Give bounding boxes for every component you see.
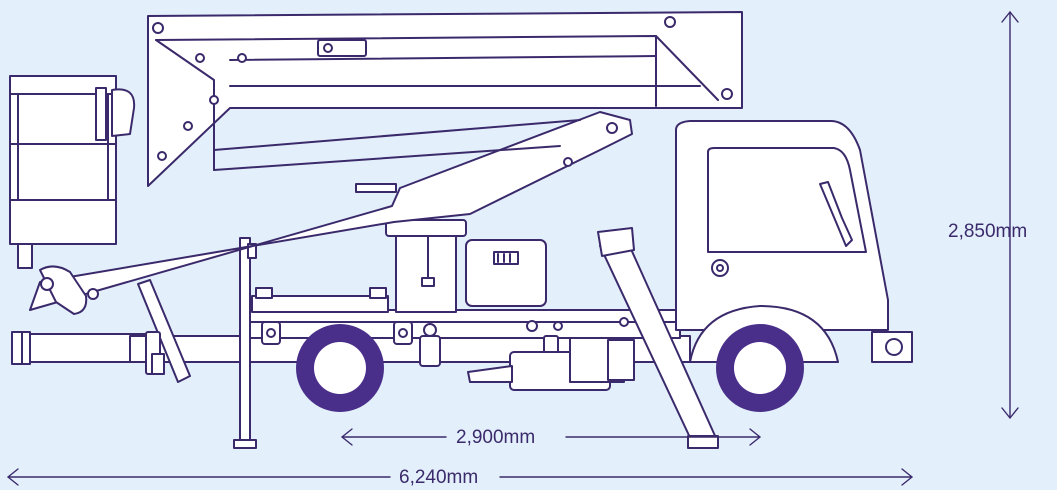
- height-label: 2,850mm: [948, 221, 1028, 242]
- control-box: [465, 239, 547, 307]
- turret: [385, 219, 467, 313]
- lower-boom: [29, 111, 633, 315]
- front-outrigger: [597, 227, 719, 449]
- storage-box: [251, 287, 389, 313]
- wheelbase-label: 2,900mm: [450, 427, 542, 449]
- underbody: [467, 337, 635, 391]
- height-dimension: [1001, 11, 1019, 419]
- rear-outrigger: [233, 237, 257, 449]
- length-dimension: [7, 468, 913, 486]
- rear-extension: [17, 333, 147, 363]
- upper-boom: [147, 11, 743, 187]
- cab: [675, 120, 913, 363]
- rear-wheel: [296, 324, 384, 412]
- cab-window: [707, 147, 867, 253]
- length-label: 6,240mm: [393, 467, 485, 489]
- front-wheel: [716, 324, 804, 412]
- rear-strut: [137, 279, 191, 383]
- basket: [9, 75, 136, 269]
- wheelbase-dimension: [341, 428, 761, 446]
